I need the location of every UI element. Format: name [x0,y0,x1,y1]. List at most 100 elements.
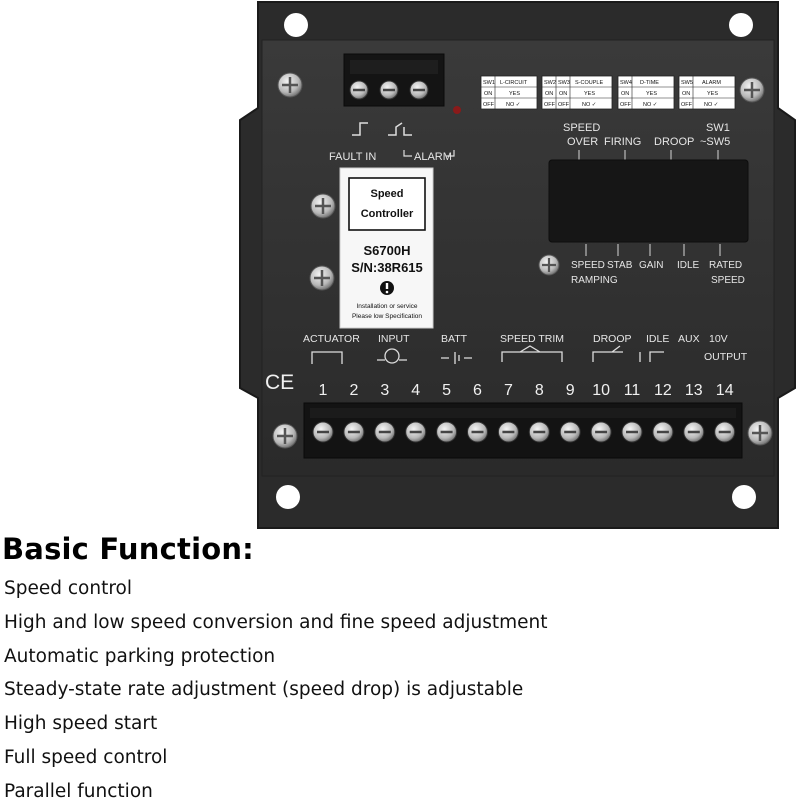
screw-icon [739,77,765,103]
terminal-number: 13 [685,382,703,399]
over-label: OVER [567,136,598,148]
terminal-number: 1 [319,382,328,399]
svg-text:RAMPING: RAMPING [571,275,618,286]
svg-text:OFF: OFF [544,102,556,108]
svg-text:NO ✓: NO ✓ [704,102,718,108]
svg-text:SW3: SW3 [558,80,570,86]
section-heading: Basic Function: [2,532,254,566]
ce-mark: CE [265,371,294,394]
switch-table-2: SW2 SW3 S-COUPLE ON ON YES OFF OFF NO ✓ [541,75,613,110]
svg-text:OFF: OFF [483,102,495,108]
trimmer-window [548,159,749,243]
terminal-number: 2 [349,382,358,399]
model-number: S6700H [364,243,411,258]
droop-label: DROOP [593,333,632,345]
svg-text:SW2: SW2 [544,80,556,86]
terminal-number: 6 [473,382,482,399]
screw-icon [272,423,298,449]
terminal-screw-icon [405,421,427,443]
firing-label: FIRING [604,136,641,148]
output-label: OUTPUT [704,351,748,363]
speed-trim-label: SPEED TRIM [500,333,564,345]
svg-text:D-TIME: D-TIME [640,80,659,86]
svg-text:NO ✓: NO ✓ [582,102,596,108]
terminal-screw-icon [312,421,334,443]
droop-top-label: DROOP [654,136,694,148]
status-led [453,106,461,114]
aux-label: AUX [678,333,700,345]
svg-text:Speed: Speed [370,188,403,200]
svg-text:Controller: Controller [361,208,414,220]
v10-label: 10V [709,333,728,345]
alarm-label: ALARM [414,151,452,163]
mounting-hole [284,13,308,37]
terminal-number: 9 [566,382,575,399]
mounting-hole [729,13,753,37]
speed-label: SPEED [563,122,600,134]
switch-table-3: SW4 D-TIME ON YES OFF NO ✓ [617,75,675,110]
terminal-screw-icon [590,421,612,443]
list-item: Parallel function [4,780,153,802]
terminal-screw-icon [652,421,674,443]
svg-text:NO ✓: NO ✓ [506,102,520,108]
gain-label: GAIN [639,260,663,271]
fault-in-label: FAULT IN [329,151,376,163]
list-item: Full speed control [4,746,168,768]
stab-label: STAB [607,260,633,271]
feature-list: Speed control High and low speed convers… [0,572,800,809]
svg-text:NO ✓: NO ✓ [643,102,657,108]
svg-text:YES: YES [584,91,595,97]
product-label: Speed Controller S6700H S/N:38R615 Insta… [339,167,434,329]
sw1-label: SW1 [706,122,730,134]
svg-text:YES: YES [707,91,718,97]
mounting-hole [732,485,756,509]
svg-text:ON: ON [682,91,690,97]
input-label: INPUT [378,333,410,345]
svg-text:S-COUPLE: S-COUPLE [575,80,603,86]
list-item: High and low speed conversion and fine s… [4,611,548,633]
terminal-screw-icon [683,421,705,443]
screw-icon [538,254,560,276]
list-item: Steady-state rate adjustment (speed drop… [4,679,524,701]
list-item: Speed control [4,578,133,599]
serial-number: S/N:38R615 [351,260,423,275]
terminal-number: 14 [716,382,734,399]
switch-table-4: SW5 ALARM ON YES OFF NO ✓ [678,75,736,110]
svg-text:YES: YES [509,91,520,97]
terminal-number: 3 [380,382,389,399]
svg-text:ON: ON [621,91,629,97]
svg-text:YES: YES [646,91,657,97]
screw-icon [310,193,336,219]
svg-text:SW5: SW5 [681,80,693,86]
terminal-screw-icon [467,421,488,443]
terminal-number: 8 [535,382,544,399]
terminal-strip [303,402,743,459]
terminal-screw-icon [436,421,458,443]
svg-text:Installation or service: Installation or service [356,303,417,310]
rated-speed-label: RATED [709,260,742,271]
terminal-screw-icon [343,421,365,443]
svg-text:OFF: OFF [558,102,570,108]
terminal-screw-icon [528,421,550,443]
idle-trim-label: IDLE [677,260,700,271]
svg-text:SPEED: SPEED [711,275,745,286]
idle-label: IDLE [646,333,669,345]
svg-text:SW4: SW4 [620,80,632,86]
terminal-number: 11 [624,382,641,399]
screw-icon [277,72,303,98]
svg-text:Please low Specification: Please low Specification [352,313,422,320]
screw-icon [747,420,773,446]
svg-text:ALARM: ALARM [702,80,721,86]
speed-controller-photo: FAULT IN ALARM SW1 L-CIRCUIT ON YES OFF … [239,1,796,529]
terminal-number: 12 [654,382,672,399]
actuator-label: ACTUATOR [303,333,360,345]
terminal-screw-icon [621,421,643,443]
screw-icon [309,265,335,291]
batt-label: BATT [441,333,468,345]
list-item: Automatic parking protection [4,645,276,667]
terminal-screw-icon [559,421,581,443]
list-item: High speed start [4,713,158,735]
svg-text:ON: ON [559,91,567,97]
svg-text:L-CIRCUIT: L-CIRCUIT [500,80,528,86]
svg-text:ON: ON [484,91,492,97]
